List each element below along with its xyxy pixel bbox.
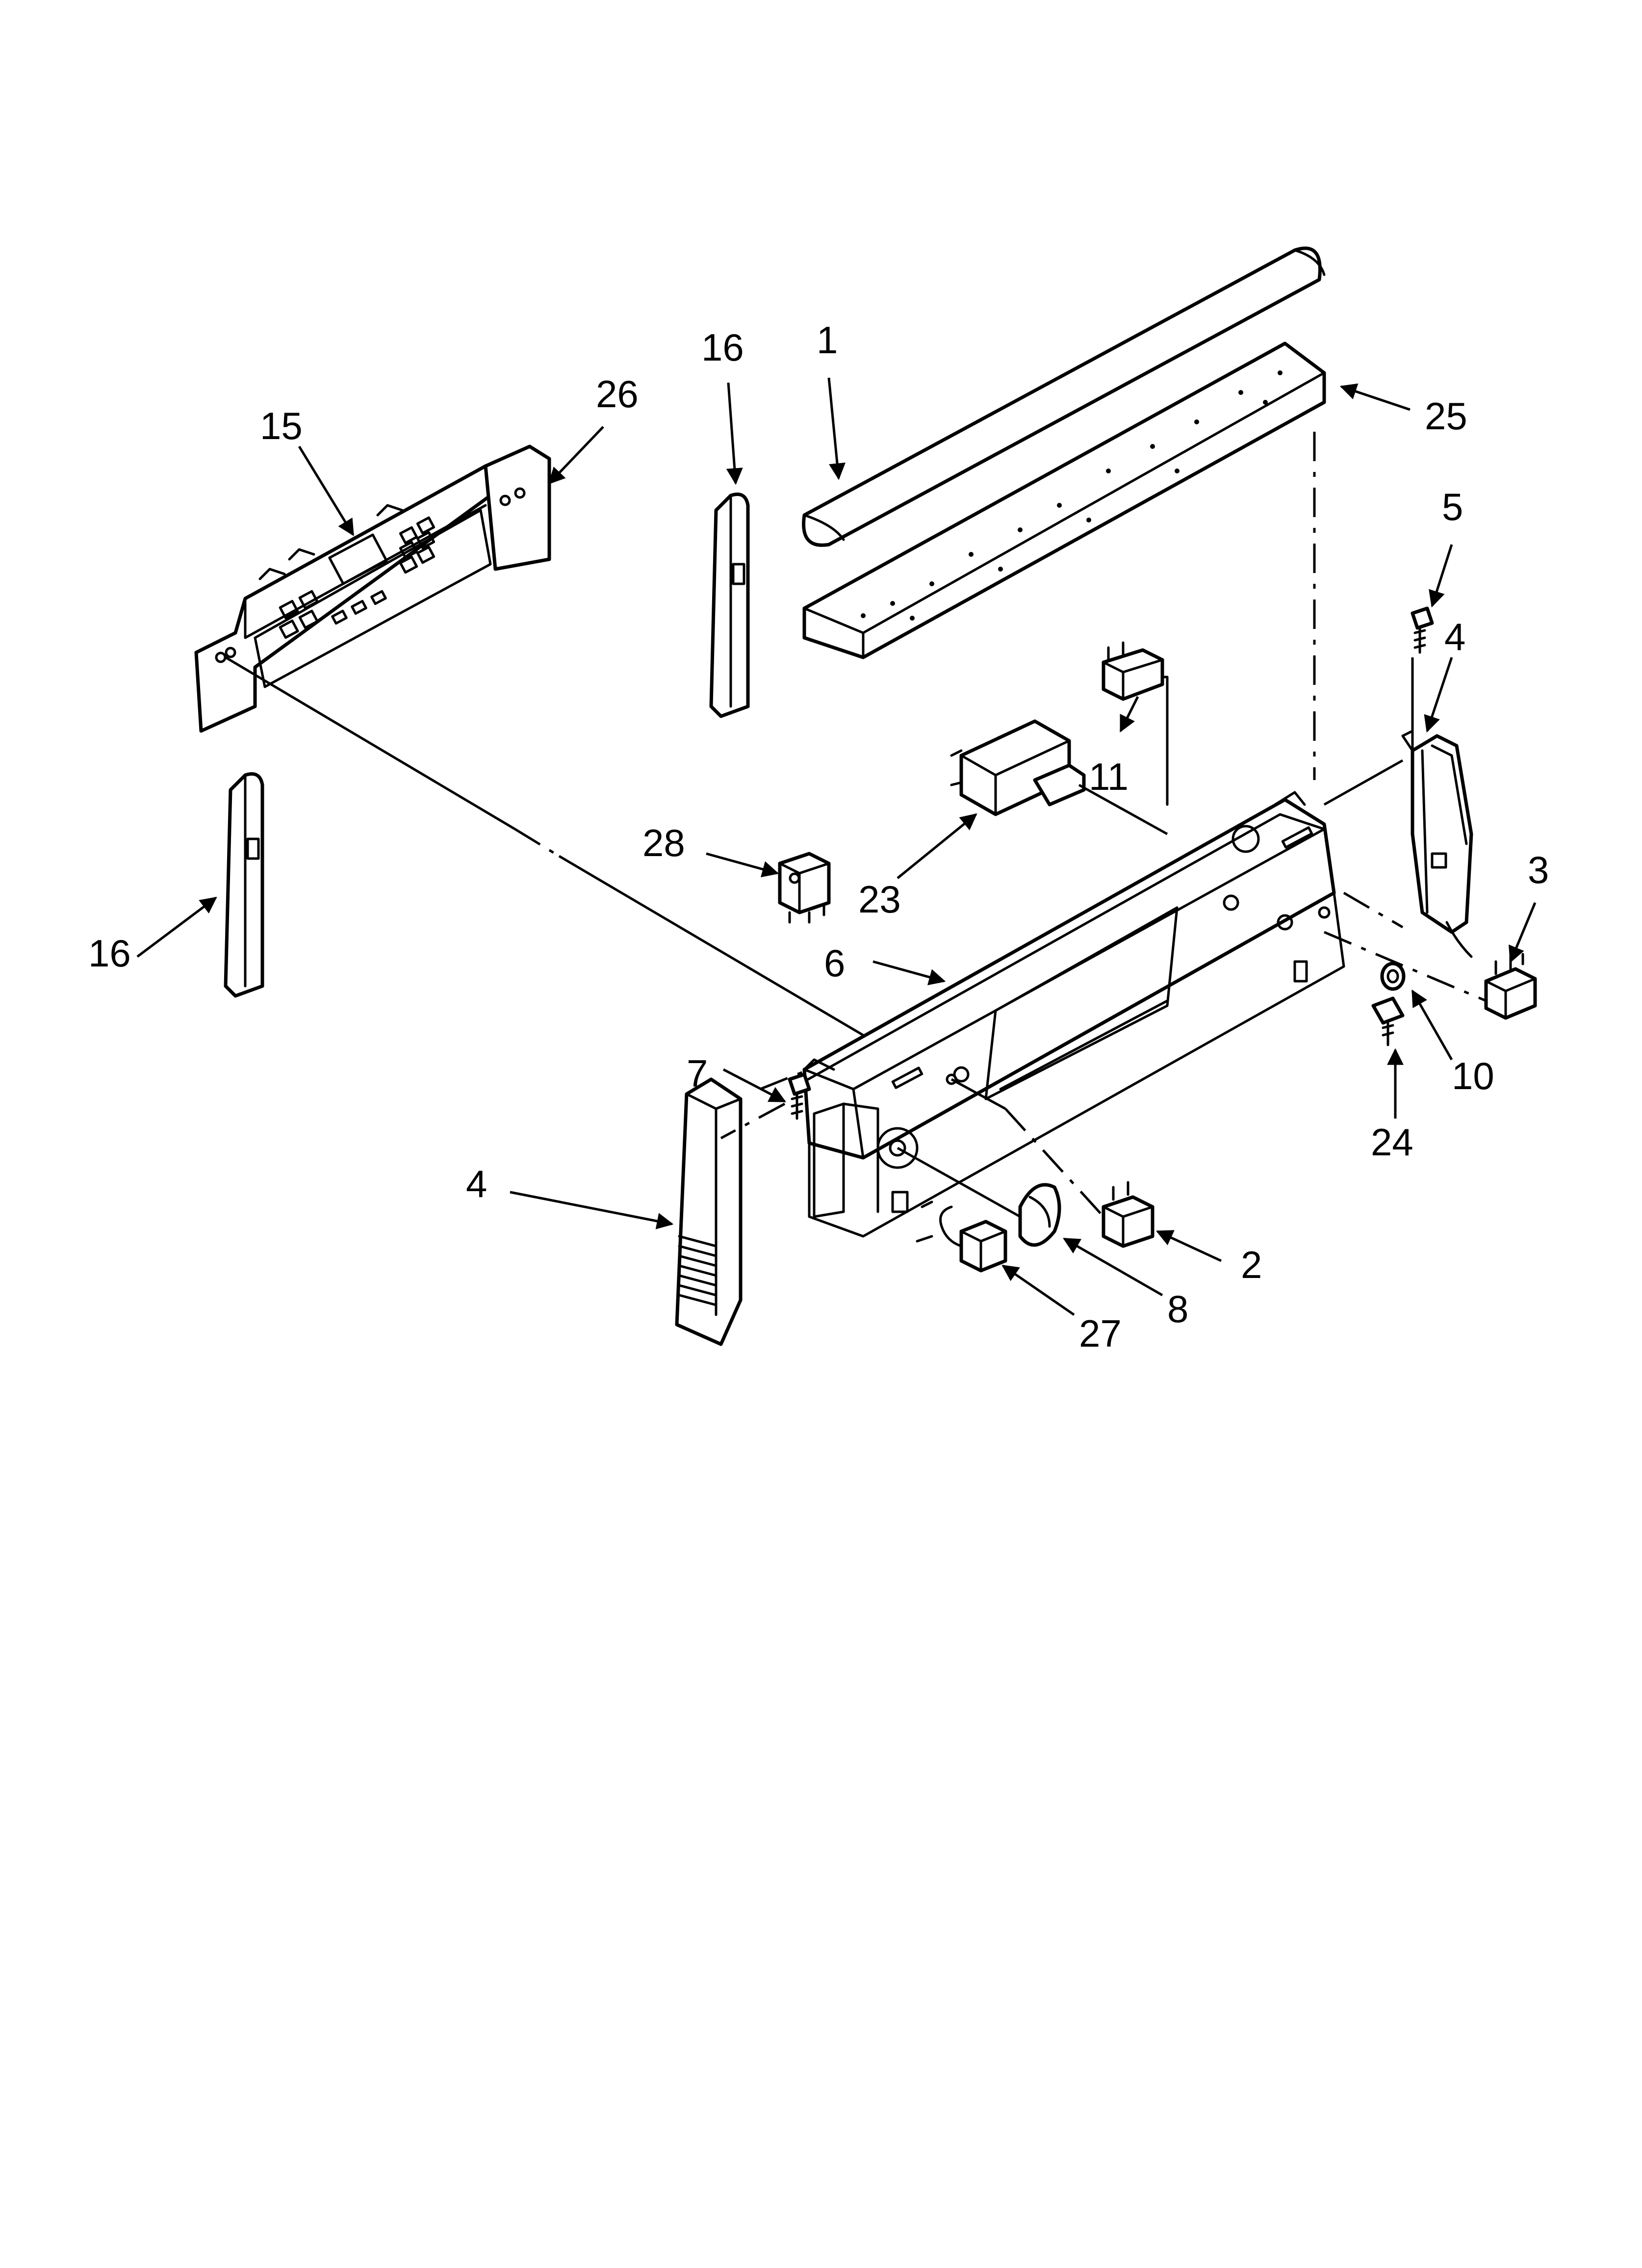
callout-7: 7 [687, 1052, 708, 1095]
leader-arrows [136, 377, 1537, 1316]
callout-28: 28 [642, 821, 685, 864]
callout-26: 26 [596, 372, 639, 416]
callout-27: 27 [1079, 1312, 1122, 1355]
part-1-trim [802, 246, 1326, 547]
part-6-console-housing [798, 791, 1345, 1238]
callout-4-left: 4 [466, 1162, 487, 1205]
alignment-lines [225, 432, 1487, 1218]
part-5-screw [1411, 606, 1434, 654]
callout-3: 3 [1528, 848, 1549, 891]
part-26-bracket [484, 444, 551, 571]
part-15-control-panel [194, 464, 492, 733]
callout-11: 11 [1089, 755, 1129, 798]
callout-10: 10 [1452, 1054, 1494, 1097]
part-11-switch [1102, 641, 1169, 806]
part-16-trim-lower [224, 772, 264, 998]
callout-5: 5 [1442, 485, 1463, 528]
part-8-knob [1018, 1183, 1061, 1247]
callout-16-lower: 16 [88, 932, 131, 975]
part-4-endcap-right [1401, 730, 1473, 958]
part-27-receptacle [916, 1200, 1007, 1273]
callout-16-upper: 16 [701, 326, 744, 369]
callout-23: 23 [858, 878, 901, 921]
callout-24: 24 [1371, 1121, 1413, 1164]
callout-25: 25 [1425, 394, 1467, 438]
part-3-switch [1484, 953, 1537, 1020]
endcap-ribs [678, 1235, 718, 1306]
callout-labels: 1 2 3 4 4 5 6 7 8 10 11 15 16 16 23 24 2… [88, 318, 1549, 1355]
callout-15: 15 [260, 404, 303, 447]
callout-4-right: 4 [1444, 615, 1465, 658]
part-23-lock-motor [950, 719, 1086, 816]
callout-2: 2 [1241, 1243, 1262, 1286]
keypad-buttons [279, 516, 436, 639]
part-7-screw [788, 1072, 811, 1120]
part-25-insulation [802, 341, 1326, 659]
callout-1: 1 [817, 318, 838, 362]
part-10-grommet [1380, 962, 1406, 991]
insulation-speckles [861, 370, 1283, 621]
part-4-endcap-left [675, 1077, 743, 1346]
part-28-relay [778, 852, 831, 924]
part-24-screw [1371, 996, 1405, 1046]
callout-8: 8 [1167, 1287, 1188, 1330]
part-16-trim-upper [709, 493, 750, 718]
part-2-switch [1102, 1181, 1155, 1248]
callout-6: 6 [824, 941, 845, 985]
